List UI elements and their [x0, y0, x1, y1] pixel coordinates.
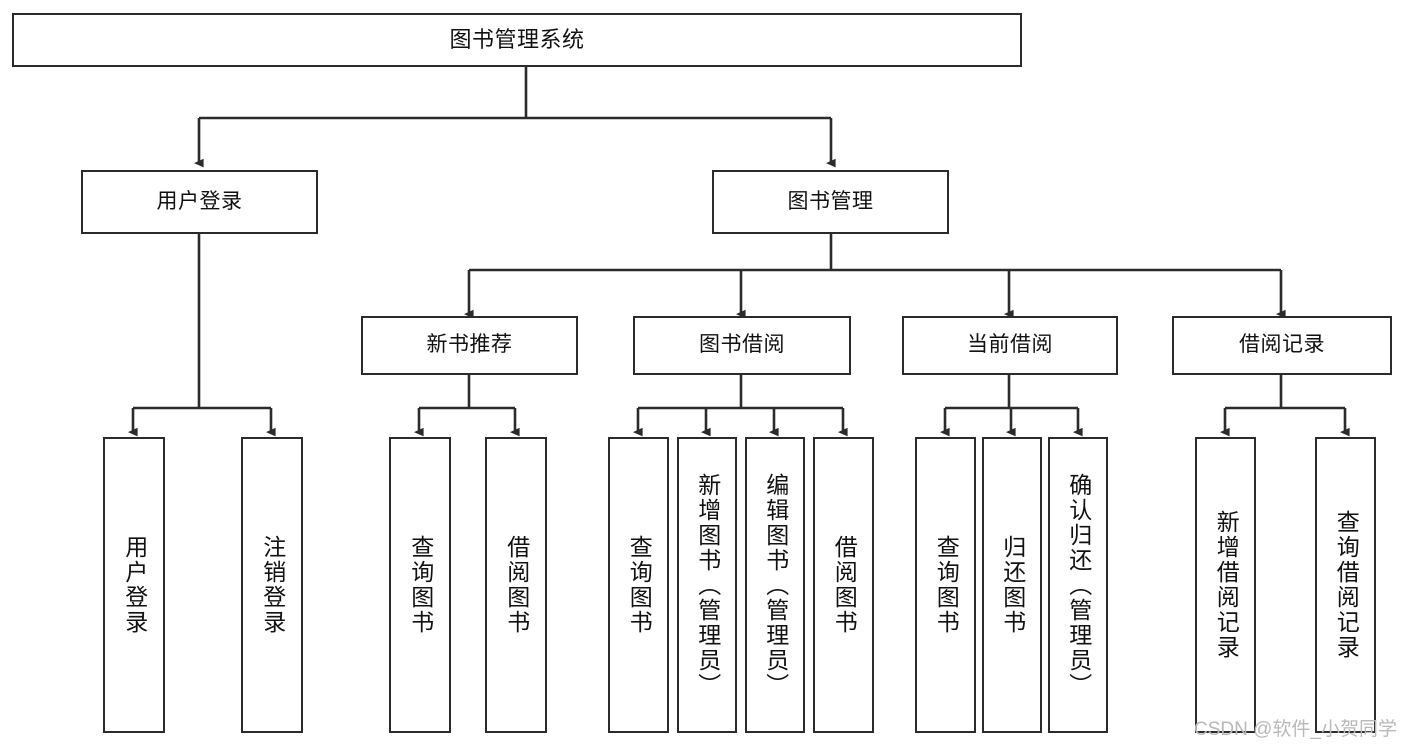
- node-label: 新增借阅记录: [1213, 510, 1240, 660]
- leaf-book-borrow-add-book-admin[interactable]: 新增图书（管理员）: [677, 437, 737, 733]
- leaf-new-book-query-book[interactable]: 查询图书: [389, 437, 451, 733]
- node-label: 图书借阅: [699, 333, 785, 357]
- watermark-text: CSDN @软件_小贺同学: [1194, 719, 1397, 740]
- leaf-borrow-record-add-record[interactable]: 新增借阅记录: [1195, 437, 1256, 733]
- node-label: 借阅图书: [831, 535, 858, 635]
- leaf-current-borrow-confirm-return-admin[interactable]: 确认归还（管理员）: [1048, 437, 1108, 733]
- node-book-borrow[interactable]: 图书借阅: [633, 316, 851, 375]
- node-current-borrow[interactable]: 当前借阅: [902, 316, 1118, 375]
- leaf-current-borrow-return-book[interactable]: 归还图书: [982, 437, 1042, 733]
- node-label: 新书推荐: [426, 333, 513, 357]
- node-label: 注销登录: [259, 535, 286, 635]
- leaf-current-borrow-query-book[interactable]: 查询图书: [915, 437, 976, 733]
- node-label: 借阅图书: [503, 535, 530, 635]
- node-label: 编辑图书（管理员）: [762, 472, 789, 698]
- leaf-book-borrow-query-book[interactable]: 查询图书: [608, 437, 669, 733]
- node-label: 查询图书: [626, 535, 653, 635]
- leaf-new-book-borrow-book[interactable]: 借阅图书: [485, 437, 547, 733]
- node-label: 归还图书: [999, 535, 1026, 635]
- node-book-management[interactable]: 图书管理: [712, 170, 949, 234]
- leaf-book-borrow-borrow-book[interactable]: 借阅图书: [813, 437, 874, 733]
- node-label: 图书管理系统: [449, 27, 585, 53]
- node-label: 图书管理: [787, 189, 874, 213]
- node-borrow-record[interactable]: 借阅记录: [1172, 316, 1392, 375]
- leaf-book-borrow-edit-book-admin[interactable]: 编辑图书（管理员）: [745, 437, 805, 733]
- node-label: 当前借阅: [967, 333, 1053, 357]
- node-root-book-management-system[interactable]: 图书管理系统: [12, 13, 1022, 67]
- leaf-user-login-logout[interactable]: 注销登录: [241, 437, 303, 733]
- leaf-user-login-login[interactable]: 用户登录: [103, 437, 165, 733]
- node-user-login[interactable]: 用户登录: [81, 170, 318, 234]
- leaf-borrow-record-query-record[interactable]: 查询借阅记录: [1315, 437, 1376, 733]
- node-label: 查询图书: [407, 535, 434, 635]
- node-label: 查询图书: [933, 535, 960, 635]
- node-new-book-recommend[interactable]: 新书推荐: [361, 316, 578, 375]
- node-label: 查询借阅记录: [1333, 510, 1360, 660]
- node-label: 新增图书（管理员）: [694, 472, 721, 698]
- node-label: 用户登录: [121, 535, 148, 635]
- node-label: 用户登录: [156, 189, 243, 213]
- node-label: 确认归还（管理员）: [1065, 472, 1092, 698]
- node-label: 借阅记录: [1239, 333, 1325, 357]
